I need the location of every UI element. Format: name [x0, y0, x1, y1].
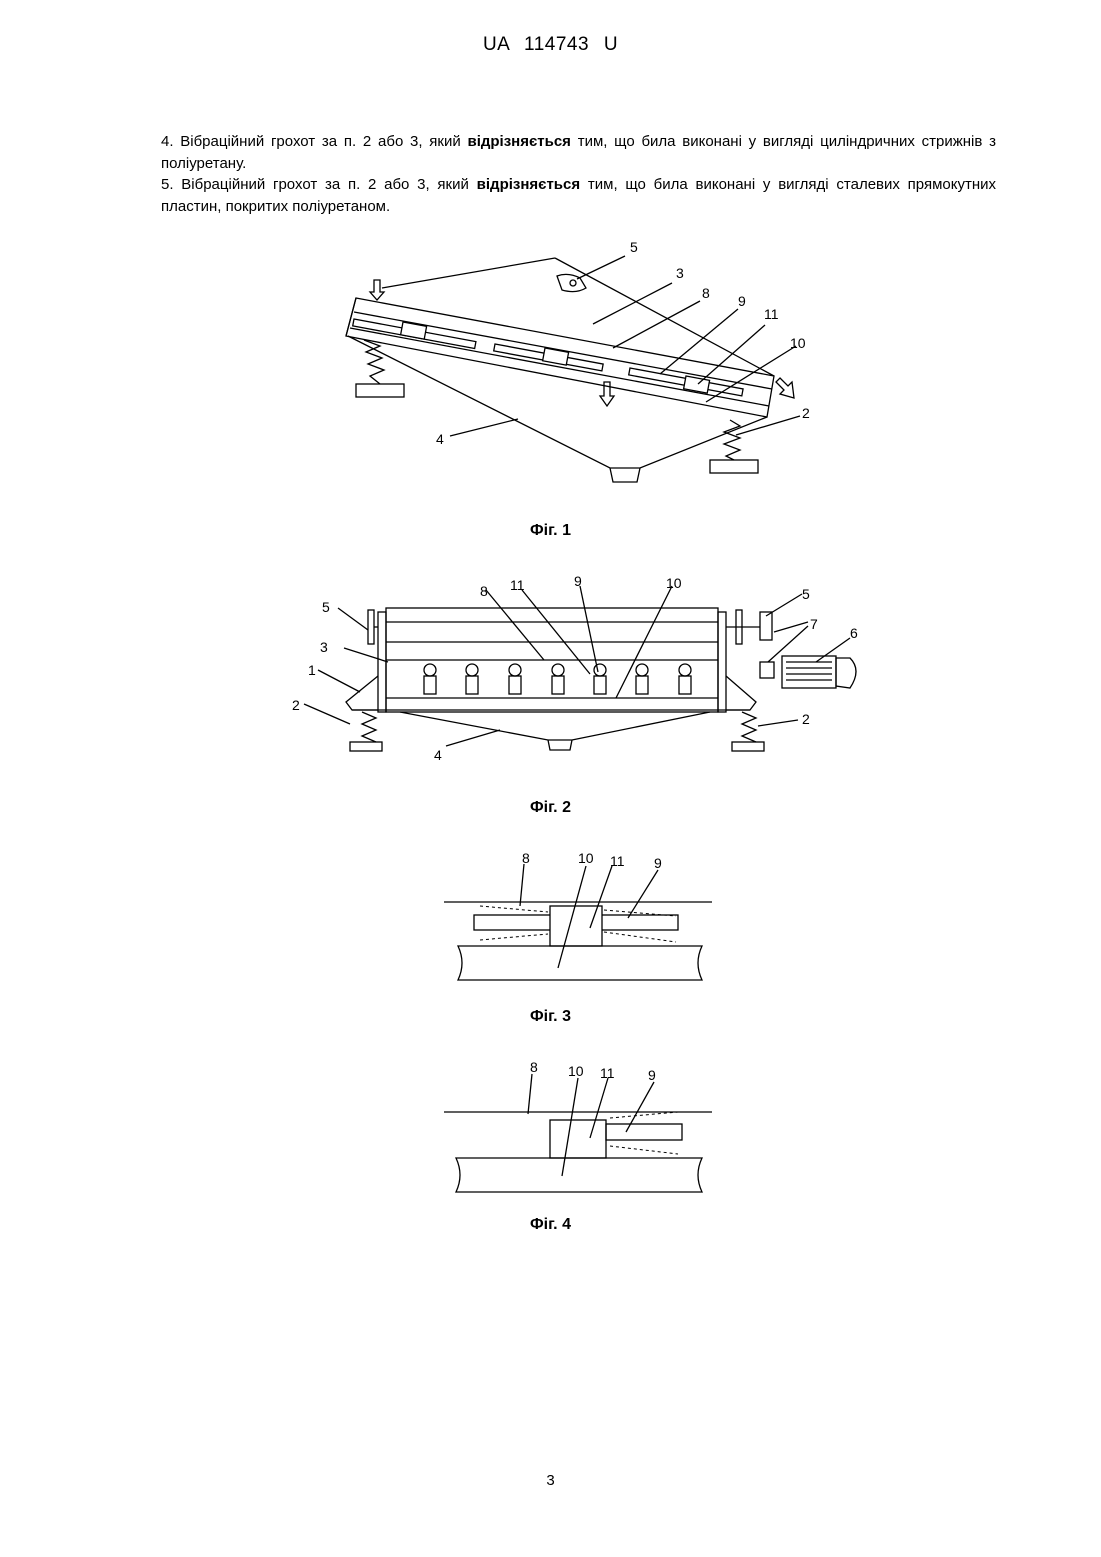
claim-4-keyword: відрізняється [467, 133, 570, 150]
claim-5-prefix: 5. Вібраційний грохот за п. 2 або 3, яки… [161, 176, 477, 193]
claim-4-prefix: 4. Вібраційний грохот за п. 2 або 3, яки… [161, 133, 467, 150]
fig2-label-2-right: 2 [802, 711, 810, 727]
fig1-label-4: 4 [436, 431, 444, 447]
fig2-label-4: 4 [434, 747, 442, 763]
fig2-base-and-hopper [346, 676, 756, 750]
fig2-label-7: 7 [810, 616, 818, 632]
fig3-label-8: 8 [522, 850, 530, 866]
fig2-label-3: 3 [320, 639, 328, 655]
fig1-label-11: 11 [764, 306, 779, 322]
figure-4-caption: Фіг. 4 [0, 1216, 1101, 1234]
fig2-label-6: 6 [850, 625, 858, 641]
fig2-screen-frame [378, 608, 726, 712]
fig3-base-beam [458, 946, 702, 980]
fig3-label-11: 11 [610, 853, 625, 869]
figure-2-drawing: 5 3 1 2 4 8 11 9 10 5 7 6 2 [290, 572, 890, 768]
claim-5-keyword: відрізняється [477, 176, 580, 193]
fig2-reference-labels: 5 3 1 2 4 8 11 9 10 5 7 6 2 [292, 573, 858, 763]
fig4-clamp-block [550, 1120, 606, 1158]
claim-4: 4. Вібраційний грохот за п. 2 або 3, яки… [161, 131, 996, 174]
figure-4-drawing: 8 10 11 9 [440, 1058, 724, 1198]
fig3-label-9: 9 [654, 855, 662, 871]
fig2-label-5-right: 5 [802, 586, 810, 602]
fig4-label-10: 10 [568, 1063, 584, 1079]
fig4-beater-plate [606, 1124, 682, 1140]
fig3-label-10: 10 [578, 850, 594, 866]
fig4-base-beam [456, 1158, 702, 1192]
fig2-shafts [368, 610, 772, 644]
patent-number-header: UA 114743 U [0, 34, 1101, 56]
figure-3-drawing: 8 10 11 9 [440, 848, 724, 988]
fig2-label-1: 1 [308, 662, 316, 678]
fig1-label-8: 8 [702, 285, 710, 301]
claim-5: 5. Вібраційний грохот за п. 2 або 3, яки… [161, 174, 996, 217]
fig1-label-10: 10 [790, 335, 806, 351]
fig2-label-9: 9 [574, 573, 582, 589]
fig1-label-5: 5 [630, 239, 638, 255]
figure-1-drawing: 5 3 8 9 11 10 2 4 [340, 236, 820, 492]
fig4-label-9: 9 [648, 1067, 656, 1083]
figure-3-caption: Фіг. 3 [0, 1008, 1101, 1026]
fig4-label-8: 8 [530, 1059, 538, 1075]
fig4-label-11: 11 [600, 1065, 615, 1081]
fig2-springs [350, 712, 764, 751]
fig1-label-3: 3 [676, 265, 684, 281]
figure-2-caption: Фіг. 2 [0, 799, 1101, 817]
figure-1-caption: Фіг. 1 [0, 522, 1101, 540]
fig2-label-5-left: 5 [322, 599, 330, 615]
fig2-label-10: 10 [666, 575, 682, 591]
fig3-clamp-block [550, 906, 602, 946]
claims-text: 4. Вібраційний грохот за п. 2 або 3, яки… [161, 131, 996, 217]
fig2-beaters [424, 664, 691, 694]
fig1-label-9: 9 [738, 293, 746, 309]
fig2-label-2-left: 2 [292, 697, 300, 713]
fig2-label-8: 8 [480, 583, 488, 599]
fig1-label-2: 2 [802, 405, 810, 421]
fig2-label-11: 11 [510, 577, 525, 593]
fig1-screen-box [346, 258, 774, 417]
fig2-motor [760, 656, 856, 688]
page-number: 3 [0, 1472, 1101, 1489]
